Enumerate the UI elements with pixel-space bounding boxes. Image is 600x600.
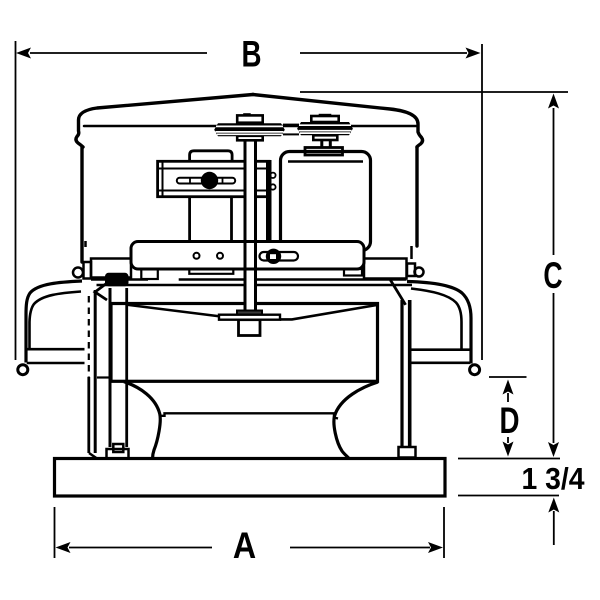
svg-text:1 3/4: 1 3/4 [521, 462, 585, 496]
svg-text:B: B [241, 32, 261, 74]
svg-text:D: D [499, 399, 519, 441]
svg-text:A: A [233, 525, 256, 567]
svg-text:C: C [543, 255, 562, 297]
